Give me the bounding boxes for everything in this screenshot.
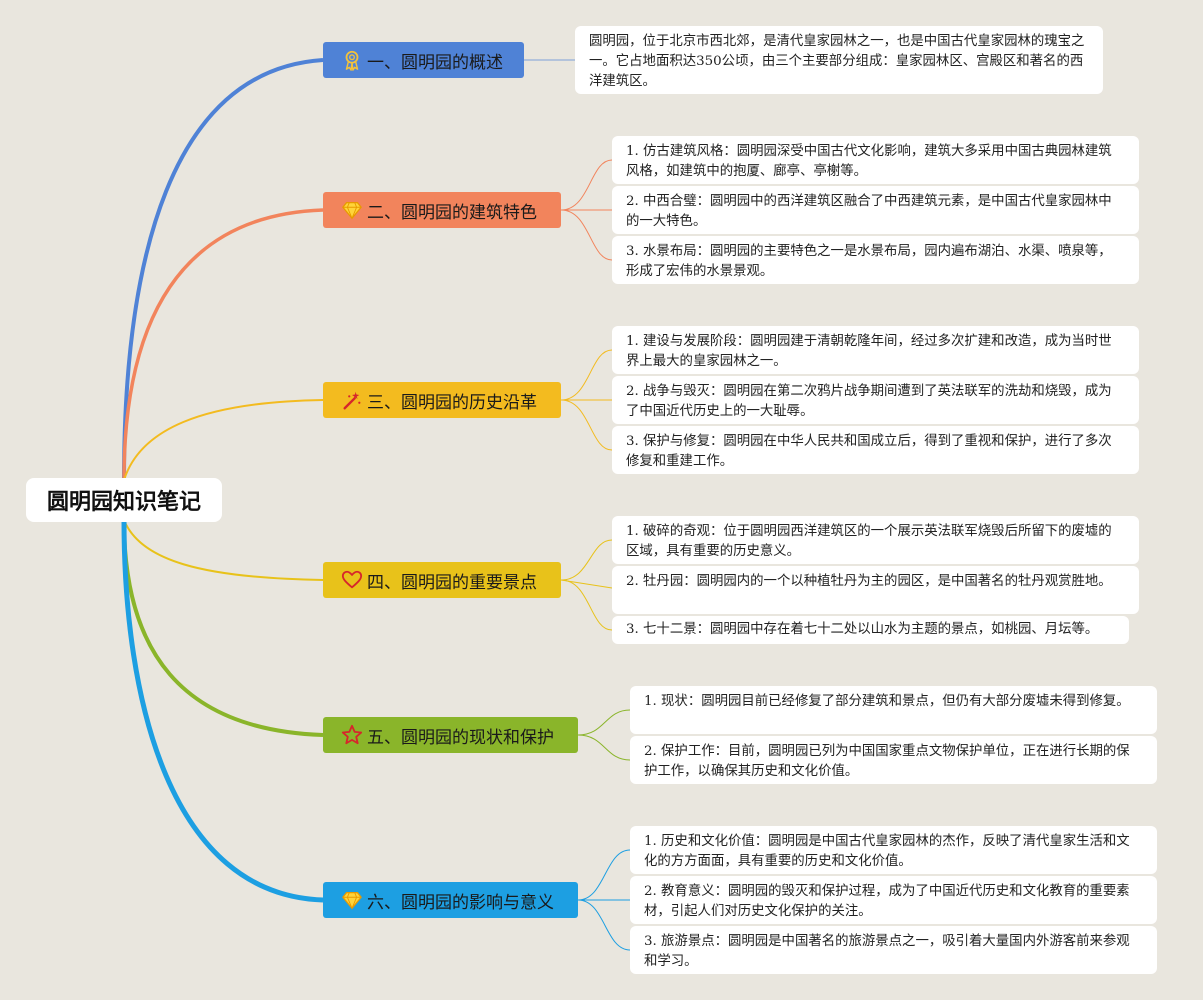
detail-node[interactable]: 1. 历史和文化价值：圆明园是中国古代皇家园林的杰作，反映了清代皇家生活和文化的… xyxy=(630,826,1157,874)
detail-node[interactable]: 3. 水景布局：圆明园的主要特色之一是水景布局，园内遍布湖泊、水渠、喷泉等，形成… xyxy=(612,236,1139,284)
link-root-branch-3 xyxy=(123,399,324,481)
magic-wand-icon xyxy=(343,391,361,410)
branch-node-architecture[interactable]: 二、圆明园的建筑特色 xyxy=(323,192,561,228)
link-b6-d1 xyxy=(577,849,631,901)
branch-label: 一、圆明园的概述 xyxy=(367,52,503,73)
link-root-branch-6 xyxy=(121,519,324,903)
branch-label: 二、圆明园的建筑特色 xyxy=(367,202,537,223)
link-root-branch-2 xyxy=(122,208,324,481)
link-b5-d2 xyxy=(577,734,631,761)
detail-node[interactable]: 3. 旅游景点：圆明园是中国著名的旅游景点之一，吸引着大量国内外游客前来参观和学… xyxy=(630,926,1157,974)
branch-node-status-protection[interactable]: 五、圆明园的现状和保护 xyxy=(323,717,578,753)
detail-node[interactable]: 3. 保护与修复：圆明园在中华人民共和国成立后，得到了重视和保护，进行了多次修复… xyxy=(612,426,1139,474)
branch-node-history[interactable]: 三、圆明园的历史沿革 xyxy=(323,382,561,418)
detail-node[interactable]: 1. 破碎的奇观：位于圆明园西洋建筑区的一个展示英法联军烧毁后所留下的废墟的区域… xyxy=(612,516,1139,564)
branch-node-influence[interactable]: 六、圆明园的影响与意义 xyxy=(323,882,578,918)
diamond-icon xyxy=(342,892,362,910)
detail-node[interactable]: 2. 战争与毁灭：圆明园在第二次鸦片战争期间遭到了英法联军的洗劫和烧毁，成为了中… xyxy=(612,376,1139,424)
link-root-branch-4 xyxy=(123,519,324,581)
link-b4-d3 xyxy=(560,579,613,631)
detail-node[interactable]: 2. 牡丹园：圆明园内的一个以种植牡丹为主的园区，是中国著名的牡丹观赏胜地。 xyxy=(612,566,1139,614)
branch-label: 四、圆明园的重要景点 xyxy=(367,572,537,593)
detail-node[interactable]: 3. 七十二景：圆明园中存在着七十二处以山水为主题的景点，如桃园、月坛等。 xyxy=(612,616,1129,644)
link-b5-d1 xyxy=(577,709,631,736)
link-b3-d3 xyxy=(560,399,613,451)
star-icon xyxy=(341,724,363,745)
branch-label: 五、圆明园的现状和保护 xyxy=(367,727,554,748)
link-b6-d3 xyxy=(577,899,631,951)
link-root-branch-1 xyxy=(122,58,324,481)
branch-node-overview[interactable]: 一、圆明园的概述 xyxy=(323,42,524,78)
ribbon-award-icon xyxy=(345,50,359,71)
detail-node[interactable]: 1. 建设与发展阶段：圆明园建于清朝乾隆年间，经过多次扩建和改造，成为当时世界上… xyxy=(612,326,1139,374)
detail-node[interactable]: 2. 保护工作：目前，圆明园已列为中国国家重点文物保护单位，正在进行长期的保护工… xyxy=(630,736,1157,784)
detail-node[interactable]: 2. 教育意义：圆明园的毁灭和保护过程，成为了中国近代历史和文化教育的重要素材，… xyxy=(630,876,1157,924)
branch-label: 六、圆明园的影响与意义 xyxy=(367,892,554,913)
detail-node[interactable]: 圆明园，位于北京市西北郊，是清代皇家园林之一，也是中国古代皇家园林的瑰宝之一。它… xyxy=(575,26,1103,94)
diamond-icon xyxy=(342,202,362,220)
link-b2-d3 xyxy=(560,209,613,261)
detail-node[interactable]: 1. 仿古建筑风格：圆明园深受中国古代文化影响，建筑大多采用中国古典园林建筑风格… xyxy=(612,136,1139,184)
detail-node[interactable]: 1. 现状：圆明园目前已经修复了部分建筑和景点，但仍有大部分废墟未得到修复。 xyxy=(630,686,1157,734)
branch-label: 三、圆明园的历史沿革 xyxy=(367,392,537,413)
detail-node[interactable]: 2. 中西合璧：圆明园中的西洋建筑区融合了中西建筑元素，是中国古代皇家园林中的一… xyxy=(612,186,1139,234)
branch-node-attractions[interactable]: 四、圆明园的重要景点 xyxy=(323,562,561,598)
link-b4-d1 xyxy=(560,539,613,581)
heart-icon xyxy=(341,570,363,589)
root-node-title[interactable]: 圆明园知识笔记 xyxy=(26,478,222,522)
link-b3-d1 xyxy=(560,349,613,401)
link-b2-d1 xyxy=(560,159,613,211)
